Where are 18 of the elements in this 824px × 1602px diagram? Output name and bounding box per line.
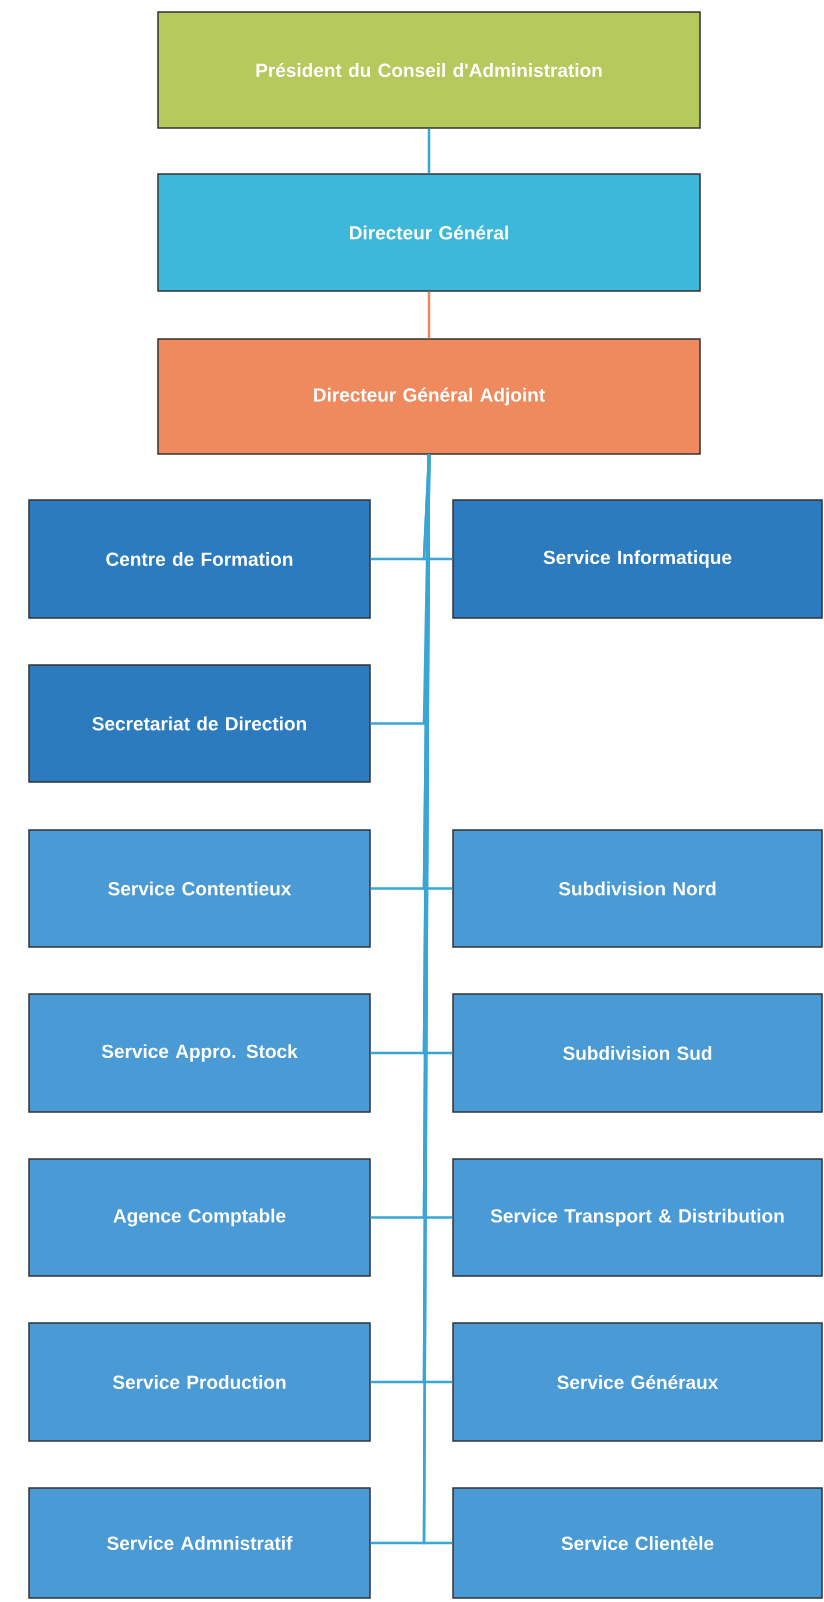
org-box: Service Appro. Stock [28, 993, 371, 1113]
org-box: Service Admnistratif [28, 1487, 371, 1599]
org-box: Service Contentieux [28, 829, 371, 948]
org-box: Secretariat de Direction [28, 664, 371, 783]
org-box: Service Généraux [452, 1322, 823, 1442]
org-box: Service Transport & Distribution [452, 1158, 823, 1277]
org-box: Subdivision Nord [452, 829, 823, 948]
org-box: Service Clientèle [452, 1487, 823, 1599]
org-box: Service Production [28, 1322, 371, 1442]
org-box: Président du Conseil d'Administration [157, 11, 701, 129]
org-box: Directeur Général [157, 173, 701, 292]
org-box: Service Informatique [452, 499, 823, 619]
org-box: Subdivision Sud [452, 993, 823, 1113]
org-box: Directeur Général Adjoint [157, 338, 701, 455]
org-box: Centre de Formation [28, 499, 371, 619]
connector-line [427, 128, 431, 174]
connector-line [427, 291, 431, 339]
org-box: Agence Comptable [28, 1158, 371, 1277]
